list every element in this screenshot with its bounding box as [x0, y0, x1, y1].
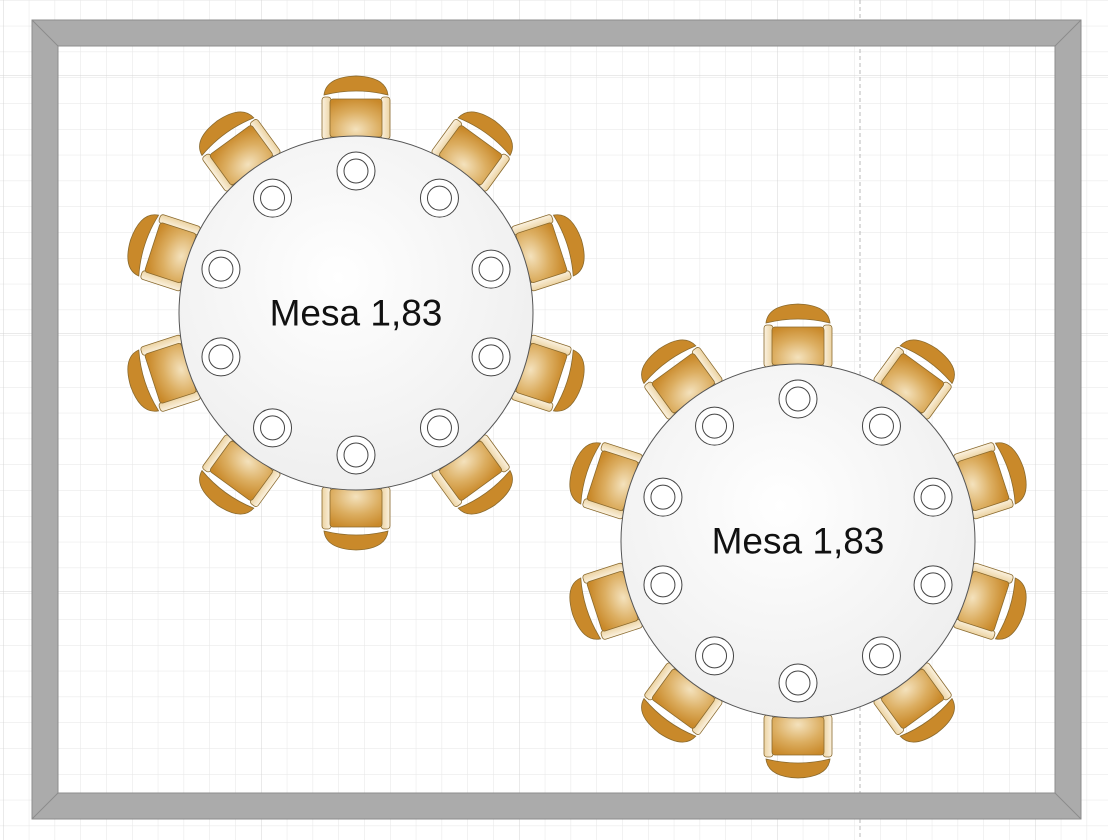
- plate-icon: [861, 406, 901, 446]
- table-top: [178, 135, 534, 491]
- plate-icon: [643, 477, 683, 517]
- chair: [321, 486, 391, 551]
- plate-icon: [913, 565, 953, 605]
- plate-icon: [201, 249, 241, 289]
- wall-corner-br: [1054, 792, 1082, 820]
- table-label: Mesa 1,83: [712, 521, 885, 562]
- place-settings: [201, 151, 511, 475]
- plate-icon: [201, 337, 241, 377]
- round-table-group[interactable]: Mesa 1,83: [561, 303, 1035, 779]
- plate-icon: [695, 636, 735, 676]
- plate-icon: [419, 178, 459, 218]
- place-settings: [643, 379, 953, 703]
- plate-icon: [336, 151, 376, 191]
- table-top: [620, 363, 976, 719]
- room-walls[interactable]: [31, 19, 1082, 820]
- round-table-group[interactable]: Mesa 1,83: [119, 75, 593, 551]
- plate-icon: [913, 477, 953, 517]
- plate-icon: [419, 408, 459, 448]
- plate-icon: [336, 435, 376, 475]
- wall-corner-tr: [1054, 19, 1082, 47]
- plate-icon: [695, 406, 735, 446]
- plate-icon: [778, 663, 818, 703]
- wall-corner-tl: [31, 19, 59, 47]
- table-label: Mesa 1,83: [270, 293, 443, 334]
- chair: [763, 303, 833, 368]
- chair: [763, 714, 833, 779]
- plate-icon: [471, 337, 511, 377]
- chair: [321, 75, 391, 140]
- plate-icon: [643, 565, 683, 605]
- plate-icon: [471, 249, 511, 289]
- plate-icon: [778, 379, 818, 419]
- plate-icon: [861, 636, 901, 676]
- wall-corner-bl: [31, 792, 59, 820]
- plate-icon: [253, 408, 293, 448]
- plate-icon: [253, 178, 293, 218]
